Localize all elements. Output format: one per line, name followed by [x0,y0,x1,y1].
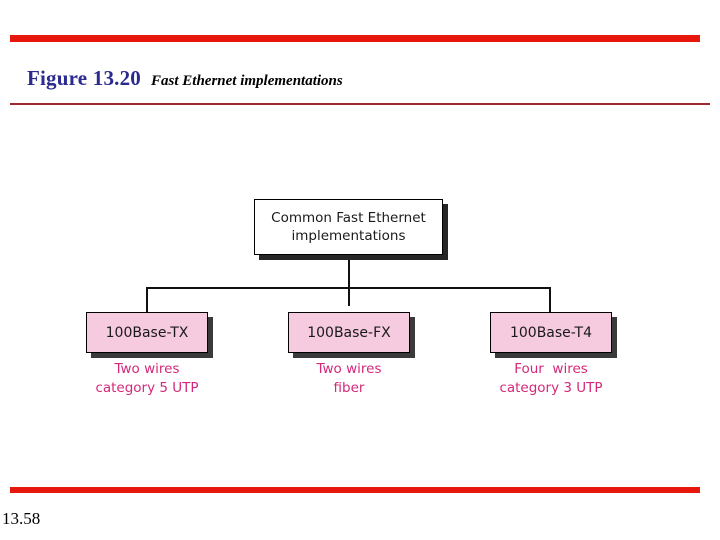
node-root-label-line2: implementations [291,228,406,244]
caption-100base-tx-line2: category 5 UTP [95,380,199,396]
caption-100base-fx: Two wires fiber [249,360,449,398]
connector-drop-right [549,287,551,312]
caption-100base-t4-line1: Four wires [514,361,588,377]
caption-100base-t4: Four wires category 3 UTP [451,360,651,398]
node-100base-tx: 100Base-TX [86,312,208,353]
node-100base-fx-label: 100Base-FX [307,324,391,341]
slide-number: 13.58 [2,509,41,528]
top-red-rule [10,35,700,42]
node-root-label-line1: Common Fast Ethernet [271,210,426,226]
bottom-red-rule [10,487,700,493]
connector-root-stem [348,255,350,306]
caption-100base-fx-line2: fiber [333,380,365,396]
caption-100base-t4-line2: category 3 UTP [499,380,603,396]
node-100base-fx: 100Base-FX [288,312,410,353]
caption-100base-fx-line1: Two wires [316,361,382,377]
node-root: Common Fast Ethernet implementations [254,199,443,255]
node-100base-t4-label: 100Base-T4 [509,324,593,341]
connector-drop-left [146,287,148,312]
caption-100base-tx: Two wires category 5 UTP [47,360,247,398]
connector-horizontal-bar [146,287,551,289]
page-title: Figure 13.20 Fast Ethernet implementation… [27,66,343,91]
figure-caption: Fast Ethernet implementations [151,73,343,89]
figure-number: Figure 13.20 [27,66,142,90]
node-100base-t4: 100Base-T4 [490,312,612,353]
node-100base-tx-label: 100Base-TX [105,324,189,341]
caption-100base-tx-line1: Two wires [114,361,180,377]
title-underline [10,103,710,105]
